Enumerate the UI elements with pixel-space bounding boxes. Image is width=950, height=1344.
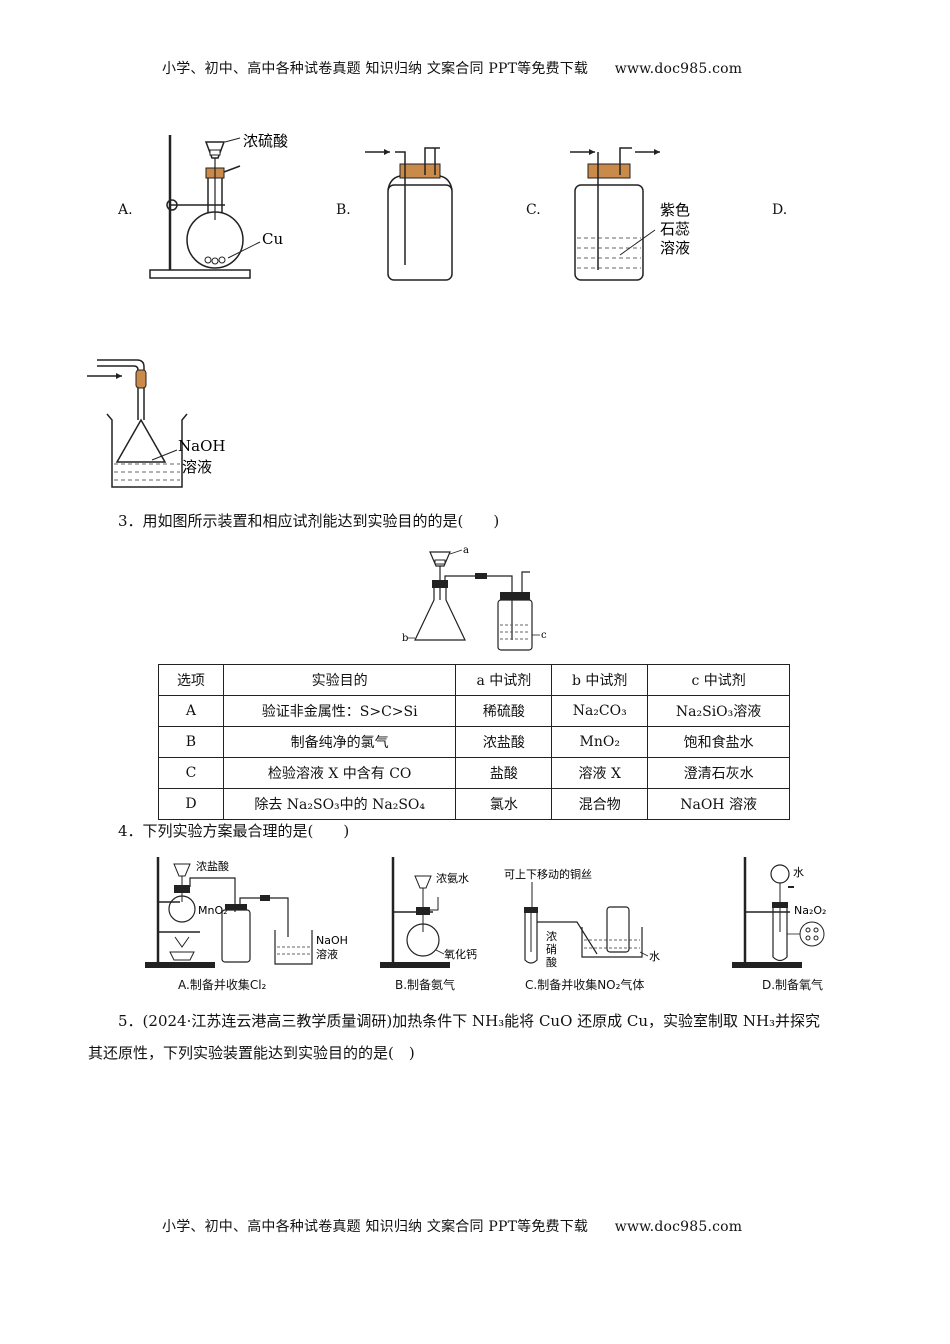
q4-figure-b: 浓氨水 氧化钙 [380,857,477,968]
header-text: 小学、初中、高中各种试卷真题 知识归纳 文案合同 PPT等免费下载 [162,61,589,77]
q3-options-table: 选项 实验目的 a 中试剂 b 中试剂 c 中试剂 A 验证非金属性：S>C>S… [158,664,790,820]
table-row: B 制备纯净的氯气 浓盐酸 MnO₂ 饱和食盐水 [158,726,790,758]
q4a-label-solution: 溶液 [316,947,338,961]
q4-figure-a: 浓盐酸 MnO₂ NaOH 溶液 [145,857,348,968]
table-cell: Na₂SiO₃溶液 [647,695,790,727]
table-cell: A [158,695,224,727]
fig-d-liquid-line2: 溶液 [182,458,212,476]
q3-stem: 3．用如图所示装置和相应试剂能达到实验目的的是( ) [118,512,500,530]
q4d-label-water: 水 [793,866,804,879]
q4b-caption: B.制备氨气 [395,978,456,992]
table-cell: C [158,757,224,789]
table-cell: B [158,726,224,758]
table-cell: MnO₂ [551,726,649,758]
fig-c-liquid-line2: 石蕊 [660,220,690,238]
q4a-label-naoh: NaOH [316,934,348,947]
fig-c-liquid-line3: 溶液 [660,239,690,257]
q4c-label-copper-wire: 可上下移动的铜丝 [504,867,592,881]
q3-fig-label-b: b [402,633,408,644]
q2-figure-a: 浓硫酸 Cu [149,132,288,279]
table-cell: 氯水 [455,788,553,820]
q5-stem-line2: 其还原性，下列实验装置能达到实验目的的是( ) [88,1044,415,1062]
page-footer: 小学、初中、高中各种试卷真题 知识归纳 文案合同 PPT等免费下载 www.do… [162,1216,742,1236]
q4a-caption: A.制备并收集Cl₂ [178,978,267,992]
q4-figure-d: 水 Na₂O₂ [732,857,826,968]
header-site-link[interactable]: www.doc985.com [614,61,743,77]
q2-figure-d: NaOH 溶液 [87,359,225,488]
table-cell: 饱和食盐水 [647,726,790,758]
table-header-cell: 实验目的 [222,664,457,696]
table-header-cell: b 中试剂 [551,664,649,696]
fig-d-liquid-line1: NaOH [178,437,225,455]
footer-site-link[interactable]: www.doc985.com [614,1219,743,1235]
table-cell: 盐酸 [455,757,553,789]
q2-option-d-label: D. [772,202,788,218]
q4b-label-cao: 氧化钙 [444,947,477,961]
q4-stem: 4．下列实验方案最合理的是( ) [118,822,350,840]
table-cell: 制备纯净的氯气 [222,726,457,758]
table-header-row: 选项 实验目的 a 中试剂 b 中试剂 c 中试剂 [158,664,790,696]
table-cell: NaOH 溶液 [647,788,790,820]
table-cell: 检验溶液 X 中含有 CO [222,757,457,789]
q4a-label-mno2: MnO₂ [198,904,228,917]
table-cell: D [158,788,224,820]
q4c-label-water: 水 [649,950,660,963]
page-header: 小学、初中、高中各种试卷真题 知识归纳 文案合同 PPT等免费下载 www.do… [162,58,742,78]
table-cell: 混合物 [551,788,649,820]
fig-c-liquid-line1: 紫色 [660,201,690,219]
table-header-cell: 选项 [158,664,224,696]
q2-option-c-label: C. [526,202,541,218]
q4c-label-suan: 酸 [546,955,557,969]
fig-a-metal-label: Cu [262,230,283,248]
table-header-cell: a 中试剂 [455,664,553,696]
table-row: A 验证非金属性：S>C>Si 稀硫酸 Na₂CO₃ Na₂SiO₃溶液 [158,695,790,727]
table-cell: Na₂CO₃ [551,695,649,727]
q4a-label-acid: 浓盐酸 [196,859,229,873]
footer-text: 小学、初中、高中各种试卷真题 知识归纳 文案合同 PPT等免费下载 [162,1219,589,1235]
q4c-label-nong: 浓 [546,930,557,943]
q4d-label-na2o2: Na₂O₂ [794,904,826,917]
q5-stem-line1: 5．(2024·江苏连云港高三教学质量调研)加热条件下 NH₃能将 CuO 还原… [118,1012,821,1030]
q2-option-b-label: B. [336,202,351,218]
q4c-caption: C.制备并收集NO₂气体 [525,978,645,992]
table-cell: 验证非金属性：S>C>Si [222,695,457,727]
q4d-caption: D.制备氧气 [762,978,824,992]
fig-a-acid-label: 浓硫酸 [243,132,288,150]
q3-apparatus-figure: a b c [402,545,547,651]
q3-fig-label-c: c [541,630,547,641]
table-cell: 稀硫酸 [455,695,553,727]
q3-fig-label-a: a [463,545,469,556]
q4c-label-xiao: 硝 [546,943,557,956]
table-cell: 溶液 X [551,757,649,789]
table-header-cell: c 中试剂 [647,664,790,696]
table-cell: 浓盐酸 [455,726,553,758]
table-cell: 澄清石灰水 [647,757,790,789]
table-cell: 除去 Na₂SO₃中的 Na₂SO₄ [222,788,457,820]
q2-option-a-label: A. [118,202,133,218]
q4b-label-ammonia: 浓氨水 [436,872,469,885]
q4-figure-c: 可上下移动的铜丝 浓 硝 酸 水 [504,867,660,969]
q2-figure-b [365,147,453,281]
table-row: C 检验溶液 X 中含有 CO 盐酸 溶液 X 澄清石灰水 [158,757,790,789]
table-row: D 除去 Na₂SO₃中的 Na₂SO₄ 氯水 混合物 NaOH 溶液 [158,788,790,820]
q2-figure-c: 紫色 石蕊 溶液 [570,147,690,281]
